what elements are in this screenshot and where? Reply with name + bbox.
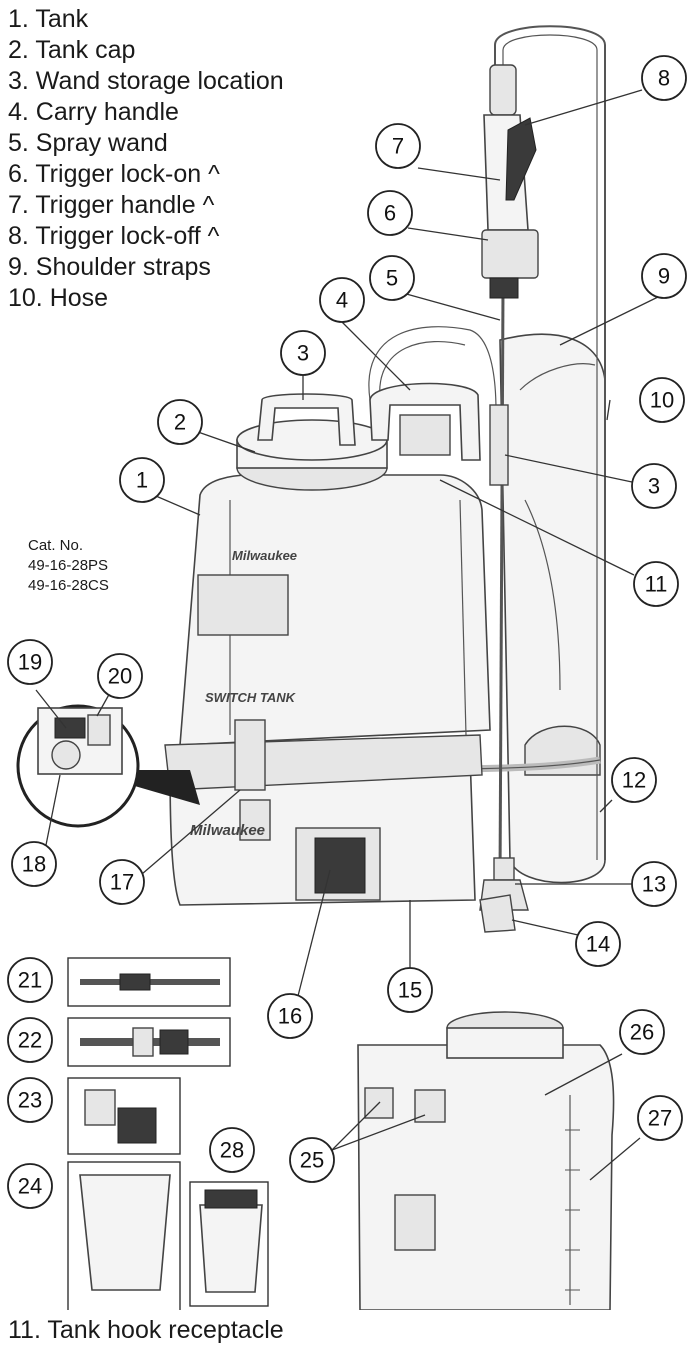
callout-23: 23 bbox=[7, 1077, 53, 1123]
callout-3: 3 bbox=[280, 330, 326, 376]
accessory-boxes bbox=[67, 957, 269, 1310]
svg-text:22: 22 bbox=[18, 1028, 42, 1053]
callout-9: 9 bbox=[641, 253, 687, 299]
callout-6: 6 bbox=[367, 190, 413, 236]
callout-11: 11 bbox=[633, 561, 679, 607]
callout-1: 1 bbox=[119, 457, 165, 503]
svg-text:13: 13 bbox=[642, 872, 666, 897]
callout-7: 7 bbox=[375, 123, 421, 169]
catalog-number: Cat. No. 49-16-28PS 49-16-28CS bbox=[28, 536, 109, 596]
svg-text:1: 1 bbox=[136, 468, 148, 493]
callout-27: 27 bbox=[637, 1095, 683, 1141]
base-brand-logo: Milwaukee bbox=[190, 822, 265, 839]
callout-12: 12 bbox=[611, 757, 657, 803]
legend-item: 1. Tank bbox=[8, 5, 89, 33]
svg-text:21: 21 bbox=[18, 968, 42, 993]
svg-text:24: 24 bbox=[18, 1174, 42, 1199]
svg-text:4: 4 bbox=[336, 288, 348, 313]
callout-4: 4 bbox=[319, 277, 365, 323]
svg-text:18: 18 bbox=[22, 852, 46, 877]
tank-brand-logo: Milwaukee bbox=[232, 548, 297, 563]
callout-10: 10 bbox=[639, 377, 685, 423]
svg-text:7: 7 bbox=[392, 134, 404, 159]
svg-text:8: 8 bbox=[658, 66, 670, 91]
svg-text:12: 12 bbox=[622, 768, 646, 793]
callout-22: 22 bbox=[7, 1017, 53, 1063]
legend-item: 2. Tank cap bbox=[8, 36, 136, 64]
callout-3-right: 3 bbox=[631, 463, 677, 509]
footer-legend-item: 11. Tank hook receptacle bbox=[8, 1316, 284, 1344]
catalog-model: 49-16-28PS bbox=[28, 557, 109, 574]
svg-text:19: 19 bbox=[18, 650, 42, 675]
callout-26: 26 bbox=[619, 1009, 665, 1055]
leader-lines bbox=[35, 89, 661, 1181]
callout-15: 15 bbox=[387, 967, 433, 1013]
svg-text:15: 15 bbox=[398, 978, 422, 1003]
svg-text:3: 3 bbox=[297, 341, 309, 366]
svg-text:26: 26 bbox=[630, 1020, 654, 1045]
switch-inset bbox=[16, 704, 200, 828]
callout-19: 19 bbox=[7, 639, 53, 685]
sprayer-diagram: Milwaukee SWITCH TANK Milwaukee bbox=[7, 25, 687, 1310]
callout-24: 24 bbox=[7, 1163, 53, 1209]
callout-17: 17 bbox=[99, 859, 145, 905]
svg-text:2: 2 bbox=[174, 410, 186, 435]
callout-21: 21 bbox=[7, 957, 53, 1003]
svg-text:14: 14 bbox=[586, 932, 610, 957]
legend-item: 10. Hose bbox=[8, 284, 109, 312]
tank-side-view bbox=[357, 1011, 615, 1310]
legend-item: 5. Spray wand bbox=[8, 129, 168, 157]
svg-text:6: 6 bbox=[384, 201, 396, 226]
legend-item: 7. Trigger handle ^ bbox=[8, 191, 215, 219]
catalog-number-label: Cat. No. bbox=[28, 537, 84, 554]
callout-18: 18 bbox=[11, 841, 57, 887]
callout-16: 16 bbox=[267, 993, 313, 1039]
legend-item: 4. Carry handle bbox=[8, 98, 179, 126]
legend-item: 8. Trigger lock-off ^ bbox=[8, 222, 220, 250]
svg-text:23: 23 bbox=[18, 1088, 42, 1113]
svg-text:9: 9 bbox=[658, 264, 670, 289]
svg-text:5: 5 bbox=[386, 266, 398, 291]
callout-13: 13 bbox=[631, 861, 677, 907]
callout-25: 25 bbox=[289, 1137, 335, 1183]
callout-2: 2 bbox=[157, 399, 203, 445]
catalog-model: 49-16-28CS bbox=[28, 577, 109, 594]
legend-item: 6. Trigger lock-on ^ bbox=[8, 160, 220, 188]
callout-14: 14 bbox=[575, 921, 621, 967]
callout-28: 28 bbox=[209, 1127, 255, 1173]
svg-text:16: 16 bbox=[278, 1004, 302, 1029]
switch-tank-label: SWITCH TANK bbox=[205, 690, 297, 705]
svg-text:28: 28 bbox=[220, 1138, 244, 1163]
svg-text:3: 3 bbox=[648, 474, 660, 499]
svg-text:25: 25 bbox=[300, 1148, 324, 1173]
parts-legend: 1. Tank 2. Tank cap 3. Wand storage loca… bbox=[8, 4, 284, 314]
svg-text:27: 27 bbox=[648, 1106, 672, 1131]
callout-8: 8 bbox=[641, 55, 687, 101]
svg-text:11: 11 bbox=[645, 572, 668, 597]
tank: Milwaukee SWITCH TANK Milwaukee bbox=[164, 382, 516, 933]
callout-5: 5 bbox=[369, 255, 415, 301]
legend-item: 9. Shoulder straps bbox=[8, 253, 211, 281]
spray-wand bbox=[479, 64, 539, 911]
svg-text:20: 20 bbox=[108, 664, 132, 689]
svg-text:10: 10 bbox=[650, 388, 674, 413]
svg-text:17: 17 bbox=[110, 870, 134, 895]
legend-item: 3. Wand storage location bbox=[8, 67, 284, 95]
callout-20: 20 bbox=[97, 653, 143, 699]
